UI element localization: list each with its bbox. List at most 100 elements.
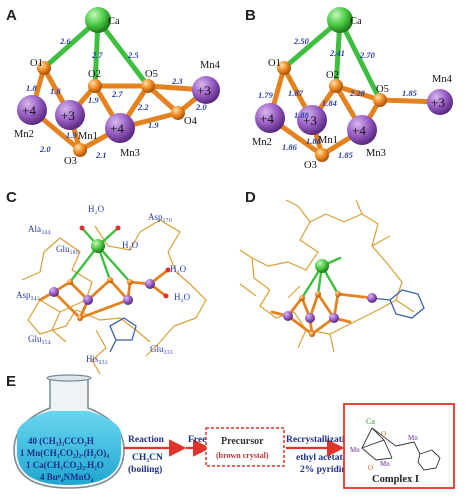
bond-a-o4-mn4: 2.0 xyxy=(195,102,207,112)
panel-c: C xyxy=(6,189,207,375)
ca-atom xyxy=(85,7,111,33)
label-asp342: Asp₃₄₂ xyxy=(16,290,40,300)
panel-b: B +4 +3 +4 +3 Ca O1 xyxy=(245,7,453,171)
mn2-atom-d xyxy=(283,311,293,321)
bond-b-o2-mn1: 1.84 xyxy=(322,98,337,108)
bond-b-ca-o2: 2.41 xyxy=(329,48,345,58)
step-cond1: ethyl acetate xyxy=(296,453,347,463)
step-boiling: (boiling) xyxy=(128,464,162,475)
flask-line-2: 1 Mn(CH₃CO₂)₂.(H₂O)₄ xyxy=(20,448,109,458)
o-atom-d3 xyxy=(335,291,341,297)
ca-atom-b xyxy=(327,7,353,33)
ca-atom-c xyxy=(91,239,105,253)
bond-a-mn3-o3: 2.1 xyxy=(95,150,107,160)
o-atom-d4 xyxy=(309,331,315,337)
mn4-atom-d xyxy=(367,293,377,303)
bond-b-ca-o1: 2.50 xyxy=(293,36,310,46)
flask-line-4: 4 Buⁿ₄NMnO₄ xyxy=(40,472,94,482)
bond-a-o2-o5: 2.7 xyxy=(111,89,123,99)
complex-mn-1: Mn xyxy=(350,446,360,454)
complex-mn-3: Mn xyxy=(408,434,418,442)
o5-label-b: O5 xyxy=(376,84,389,95)
complex-o-1: O xyxy=(381,430,386,438)
o2-label: O2 xyxy=(88,69,101,80)
o-atom-d1 xyxy=(299,295,305,301)
bond-b-mn2-o3: 1.86 xyxy=(282,142,298,152)
mn2-label-b: Mn2 xyxy=(252,137,272,148)
mn2-atom-c xyxy=(49,287,59,297)
water-o-c3 xyxy=(165,267,171,273)
mn4-atom-b xyxy=(427,89,453,115)
panel-a: A xyxy=(6,7,221,167)
bond-b-o1-mn1: 1.87 xyxy=(288,88,304,98)
complex-mn-2: Mn xyxy=(380,460,390,468)
complex-title: Complex I xyxy=(372,474,419,485)
mn4-label-b: Mn4 xyxy=(432,74,453,85)
bond-b-o2-o5: 2.28 xyxy=(349,88,366,98)
panel-e: E 40 (CH₃)₃CCO₂H 1 Mn(CH₃CO₂)₂.(H₂O)₄ 1 … xyxy=(6,373,455,489)
o3-label-b: O3 xyxy=(304,160,317,171)
bond-a-mn1-o3: 1.9 xyxy=(66,130,77,140)
residue-wireframe-c xyxy=(21,219,207,375)
mn4-label: Mn4 xyxy=(200,60,221,71)
mn1-atom-b xyxy=(297,105,327,135)
bond-a-ca-o5: 2.5 xyxy=(127,50,139,60)
bond-b-o2-mn3: 1.88 xyxy=(294,110,310,120)
mn1-label: Mn1 xyxy=(78,131,98,142)
o1-atom-b xyxy=(277,61,291,75)
bond-a-o1-mn2: 1.8 xyxy=(26,83,37,93)
mn2-atom xyxy=(17,95,47,125)
mn4-ox-b: +3 xyxy=(431,95,445,110)
step-recryst: Recrystallization xyxy=(286,435,355,445)
mn3-ox-b: +4 xyxy=(352,123,366,138)
o-atom-c1 xyxy=(67,279,73,285)
o1-atom xyxy=(37,61,51,75)
mn3-label-b: Mn3 xyxy=(366,148,386,159)
flask-line-3: 1 Ca(CH₃CO₂)₂.H₂O xyxy=(26,460,104,470)
o-atom-c2 xyxy=(107,277,113,283)
bond-a-o1-mn1: 1.8 xyxy=(50,86,61,96)
bond-a-mn3-o5: 2.2 xyxy=(137,102,149,112)
o2-label-b: O2 xyxy=(326,70,339,81)
o-atom-d2 xyxy=(315,291,321,297)
o3-atom-b xyxy=(315,148,329,162)
bond-b-ca-o5: 2.70 xyxy=(359,50,376,60)
mn1-ox-b: +3 xyxy=(303,113,317,128)
label-his332: His₃₃₂ xyxy=(86,354,108,364)
water-o-c2 xyxy=(115,225,121,231)
label-glu189: Glu₁₈₉ xyxy=(56,244,79,254)
label-h2o-2: H₂O xyxy=(122,240,139,250)
bond-a-ca-o1: 2.6 xyxy=(59,36,71,46)
panel-b-label: B xyxy=(245,7,256,24)
mn3-atom xyxy=(105,113,135,143)
mn3-ox: +4 xyxy=(110,121,124,136)
mn1-label-b: Mn1 xyxy=(318,135,338,146)
complex-o-2: O xyxy=(368,464,373,472)
ca-atom-d xyxy=(315,259,329,273)
ca-label-b: Ca xyxy=(350,16,362,27)
mn1-ox: +3 xyxy=(61,108,75,123)
flask-illustration xyxy=(13,374,125,489)
mn4-atom xyxy=(192,76,220,104)
his-ring-c xyxy=(109,317,137,353)
bond-a-o4-mn3: 1.9 xyxy=(148,120,159,130)
bond-a-mn2-o3: 2.0 xyxy=(39,144,51,154)
water-o-c4 xyxy=(163,293,169,299)
ca-label: Ca xyxy=(108,16,120,27)
bond-b-o5-mn4: 1.85 xyxy=(402,88,418,98)
mn4-atom-c xyxy=(145,279,155,289)
label-glu354: Glu₃₅₄ xyxy=(28,334,51,344)
mn2-label: Mn2 xyxy=(14,129,34,140)
o5-atom xyxy=(141,79,155,93)
o-atom-c4 xyxy=(77,315,83,321)
mn2-ox-b: +4 xyxy=(260,111,274,126)
precursor-box xyxy=(205,427,285,467)
o4-atom xyxy=(171,106,185,120)
bond-b-mn3-o3: 1.85 xyxy=(338,150,354,160)
step-solvent: CH₃CN xyxy=(132,453,163,463)
panel-d: D xyxy=(239,189,425,353)
mn3-label: Mn3 xyxy=(120,148,140,159)
o2-atom xyxy=(88,79,102,93)
label-h2o-1: H₂O xyxy=(88,204,105,214)
